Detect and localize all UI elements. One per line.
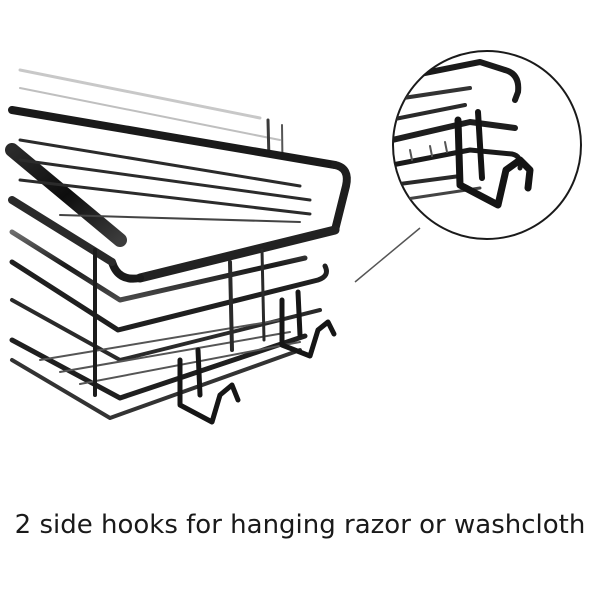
- side-hooks: [177, 289, 337, 425]
- caption-text: 2 side hooks for hanging razor or washcl…: [14, 510, 586, 540]
- callout-line: [354, 227, 421, 283]
- hook-closeup-inset: [392, 50, 582, 240]
- basket: [5, 68, 351, 420]
